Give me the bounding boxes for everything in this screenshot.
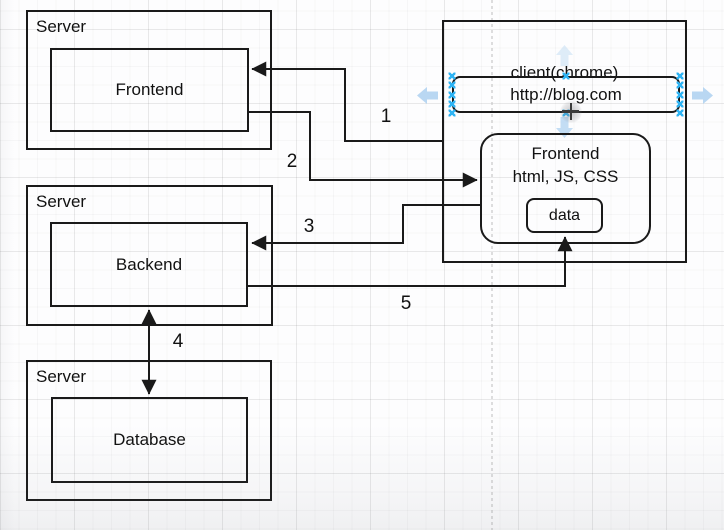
database-label: Database xyxy=(113,430,186,449)
selection-handle-icon[interactable] xyxy=(676,81,684,89)
selection-handle-icon[interactable] xyxy=(448,100,456,108)
frontend-label: Frontend xyxy=(115,80,184,99)
server-backend-title: Server xyxy=(36,192,87,211)
server-frontend-box[interactable]: Server Frontend xyxy=(26,10,272,150)
backend-box[interactable]: Backend xyxy=(50,222,248,307)
server-backend-box[interactable]: Server Backend xyxy=(26,185,273,326)
selection-handle-icon[interactable] xyxy=(562,109,570,117)
client-frontend-line2: html, JS, CSS xyxy=(512,167,619,186)
data-label: data xyxy=(548,206,581,224)
arrow-3-label[interactable]: 3 xyxy=(303,216,315,237)
selection-handle-icon[interactable] xyxy=(676,100,684,108)
client-frontend-text: Frontend html, JS, CSS xyxy=(482,142,649,188)
arrow-3-client-to-backend[interactable] xyxy=(251,204,480,251)
arrow-1-client-to-frontend[interactable] xyxy=(251,61,442,142)
frontend-box[interactable]: Frontend xyxy=(50,48,249,132)
direction-arrow-right-icon[interactable] xyxy=(692,87,713,104)
selection-handle-icon[interactable] xyxy=(448,72,456,80)
arrow-5-backend-to-data[interactable] xyxy=(248,236,573,287)
data-box[interactable]: data xyxy=(526,198,603,233)
url-label: http://blog.com xyxy=(510,84,622,104)
selection-handle-icon[interactable] xyxy=(448,109,456,117)
selection-handle-icon[interactable] xyxy=(676,91,684,99)
selection-handle-icon[interactable] xyxy=(448,81,456,89)
client-frontend-box[interactable]: Frontend html, JS, CSS data xyxy=(480,133,651,244)
direction-arrow-left-icon[interactable] xyxy=(417,87,438,104)
selection-handle-icon[interactable] xyxy=(676,72,684,80)
server-database-box[interactable]: Server Database xyxy=(26,360,272,501)
server-frontend-title: Server xyxy=(36,17,87,36)
server-database-title: Server xyxy=(36,367,87,386)
client-chrome-box[interactable]: client(chrome) http://blog.com Frontend … xyxy=(442,20,687,263)
arrow-2-label[interactable]: 2 xyxy=(286,151,298,172)
database-box[interactable]: Database xyxy=(51,397,248,483)
direction-arrow-up-icon[interactable] xyxy=(556,45,573,66)
arrow-2-frontend-to-client[interactable] xyxy=(249,111,478,188)
client-frontend-line1: Frontend xyxy=(531,144,600,163)
selection-handle-icon[interactable] xyxy=(676,109,684,117)
backend-label: Backend xyxy=(115,254,183,274)
direction-arrows[interactable] xyxy=(417,45,713,138)
selection-handle-icon[interactable] xyxy=(448,91,456,99)
arrow-4-label[interactable]: 4 xyxy=(172,331,184,352)
arrow-5-label[interactable]: 5 xyxy=(400,293,412,314)
selection-handle-icon[interactable] xyxy=(562,72,570,80)
url-box[interactable]: http://blog.com xyxy=(452,76,680,113)
arrow-1-label[interactable]: 1 xyxy=(380,106,392,127)
direction-arrow-down-icon[interactable] xyxy=(556,117,573,138)
